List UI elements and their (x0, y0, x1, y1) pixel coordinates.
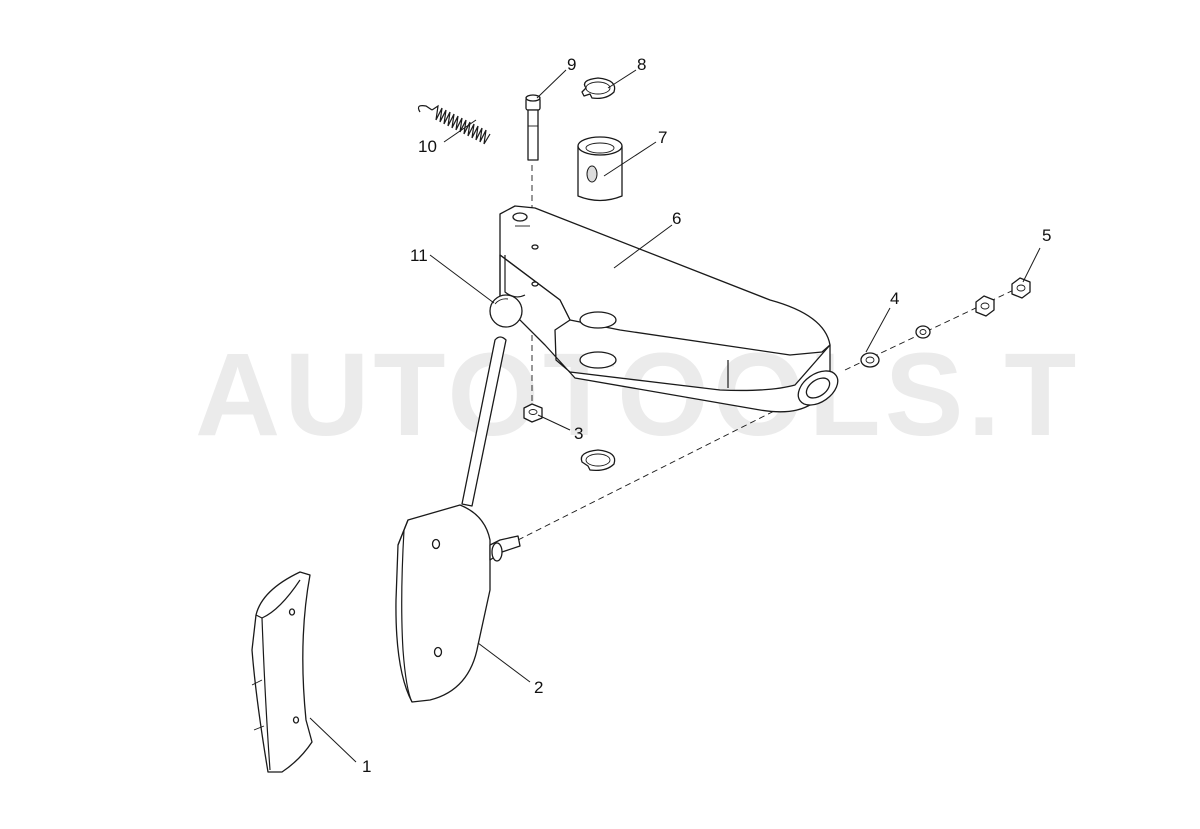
retaining-ring-bottom-part (580, 449, 616, 472)
watermark-text: AUTOTOOLS.T (195, 329, 1081, 461)
callout-4: 4 (890, 289, 899, 308)
washer-small-part (915, 325, 931, 339)
callout-10: 10 (418, 137, 437, 156)
retaining-ring-top-part (581, 77, 616, 100)
callout-6: 6 (672, 209, 681, 228)
lock-nut-part (975, 295, 995, 317)
callout-1: 1 (362, 757, 371, 776)
spring-part (417, 104, 491, 145)
callout-8: 8 (637, 55, 646, 74)
bolt-part (525, 94, 541, 161)
callout-3: 3 (574, 424, 583, 443)
leader-lines (309, 69, 1041, 763)
callout-2: 2 (534, 678, 543, 697)
sleeve-part (577, 136, 623, 202)
lever-arm-part (499, 205, 839, 413)
callout-11: 11 (410, 246, 428, 265)
callout-5: 5 (1042, 226, 1051, 245)
hex-nut-part (1011, 277, 1031, 299)
callout-labels: 1 2 3 4 5 6 7 8 9 10 11 (362, 55, 1051, 776)
washer-part (860, 352, 880, 368)
callout-7: 7 (658, 128, 667, 147)
ball-knob-part (489, 294, 523, 328)
nut-part (523, 403, 543, 423)
pedal-part (395, 336, 521, 703)
callout-9: 9 (567, 55, 576, 74)
pedal-pad-part (251, 571, 313, 773)
